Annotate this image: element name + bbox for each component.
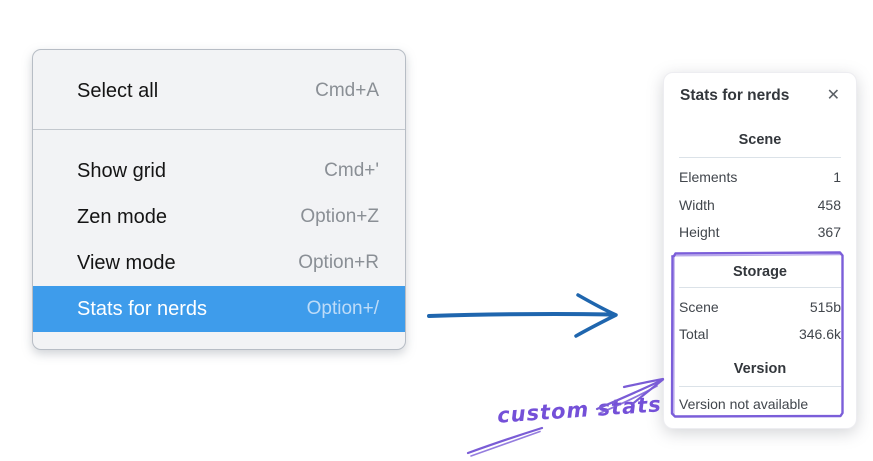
panel-title: Stats for nerds	[680, 87, 790, 104]
storage-rows: Scene 515b Total 346.6k	[664, 294, 856, 349]
section-heading-scene: Scene	[738, 132, 782, 148]
section-divider	[679, 286, 841, 288]
menu-item-label: Show grid	[77, 159, 166, 182]
stat-label: Scene	[679, 298, 719, 315]
menu-item-select-all[interactable]: Select all Cmd+A	[33, 68, 405, 114]
panel-header: Stats for nerds ✕	[664, 73, 856, 107]
menu-item-label: Stats for nerds	[77, 297, 208, 320]
stat-value: 346.6k	[798, 326, 841, 342]
flow-arrow	[427, 293, 618, 338]
stat-row-total-size: Total 346.6k	[664, 321, 856, 349]
menu-item-shortcut: Option+/	[306, 298, 379, 319]
stat-value: 515b	[809, 298, 841, 315]
stat-label: Height	[679, 224, 720, 240]
menu-item-label: View mode	[77, 251, 176, 274]
context-menu: Select all Cmd+A Show grid Cmd+' Zen mod…	[32, 49, 406, 350]
stat-label: Total	[679, 326, 709, 342]
annotation-custom-stats: custom stats	[496, 392, 663, 428]
stat-value: 458	[817, 196, 841, 213]
menu-item-shortcut: Option+R	[298, 252, 379, 273]
menu-item-shortcut: Option+Z	[300, 206, 379, 227]
stat-row-width: Width 458	[664, 192, 856, 220]
menu-group-top: Select all Cmd+A	[33, 50, 405, 129]
stat-label: Width	[679, 196, 715, 213]
menu-item-show-grid[interactable]: Show grid Cmd+'	[33, 148, 405, 194]
menu-item-view-mode[interactable]: View mode Option+R	[33, 240, 405, 286]
stat-row-scene-size: Scene 515b	[664, 294, 856, 322]
menu-divider	[33, 129, 405, 130]
menu-item-shortcut: Cmd+'	[324, 160, 379, 181]
scene-rows: Elements 1 Width 458 Height 367	[664, 164, 856, 247]
stat-label: Elements	[679, 169, 738, 185]
version-note: Version not available	[679, 395, 809, 412]
stats-for-nerds-panel: Stats for nerds ✕ Scene Elements 1 Width…	[663, 72, 857, 429]
stat-row-height: Height 367	[664, 219, 856, 247]
menu-item-shortcut: Cmd+A	[315, 80, 379, 101]
stat-row-elements: Elements 1	[664, 164, 856, 192]
stat-value: 367	[817, 224, 841, 240]
section-divider	[679, 157, 841, 158]
menu-item-stats-for-nerds[interactable]: Stats for nerds Option+/	[33, 286, 405, 332]
close-icon[interactable]: ✕	[826, 87, 840, 104]
section-divider	[679, 385, 841, 387]
menu-item-label: Select all	[77, 79, 159, 102]
menu-item-zen-mode[interactable]: Zen mode Option+Z	[33, 194, 405, 240]
menu-group-main: Show grid Cmd+' Zen mode Option+Z View m…	[33, 130, 405, 351]
section-heading-storage: Storage	[733, 263, 787, 280]
menu-item-label: Zen mode	[77, 205, 168, 228]
stat-value: 1	[833, 169, 841, 185]
section-heading-version: Version	[733, 360, 787, 377]
